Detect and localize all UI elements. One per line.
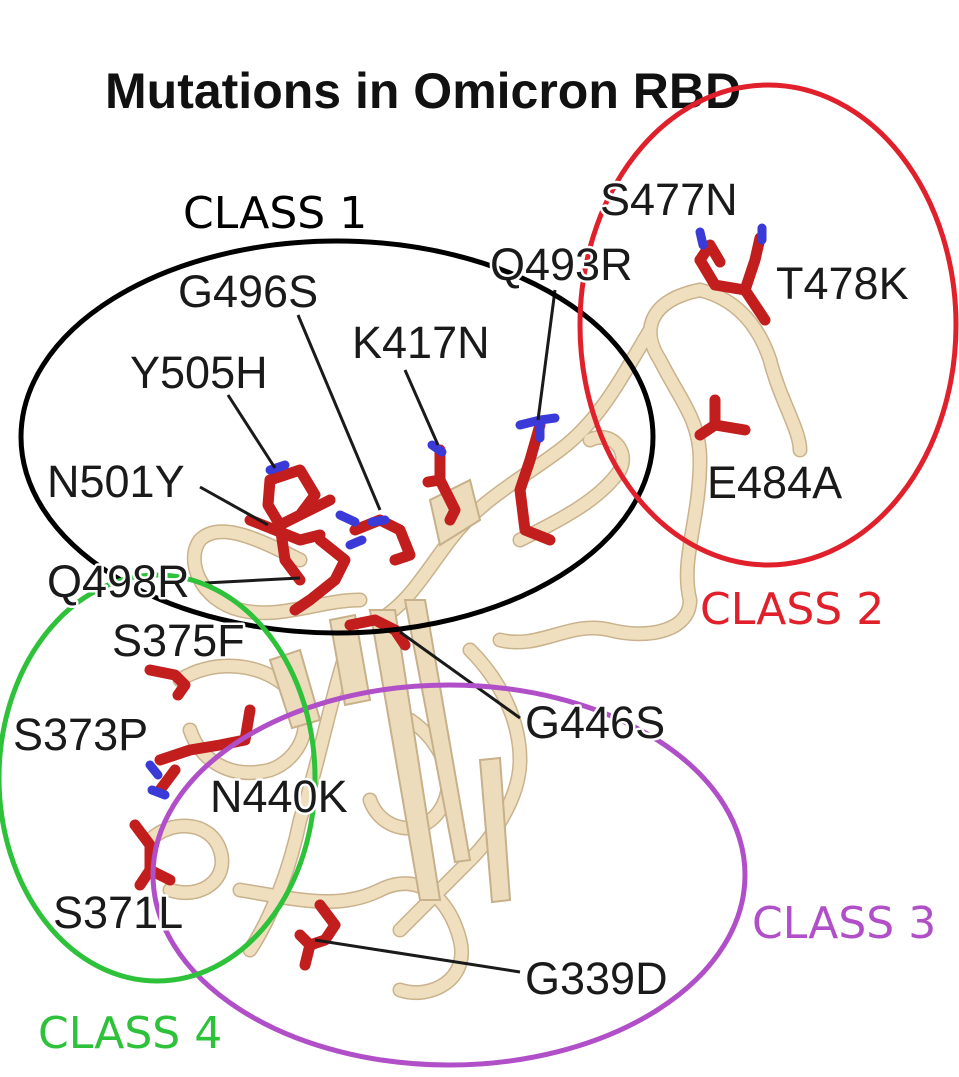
class-4-label: CLASS 4 xyxy=(38,1008,222,1059)
mutation-label-q493r: Q493R xyxy=(490,239,633,290)
class-1-label: CLASS 1 xyxy=(183,188,367,239)
mutation-label-n501y: N501Y xyxy=(47,456,185,507)
mutation-label-q498r: Q498R xyxy=(47,556,190,607)
mutation-label-n440k: N440K xyxy=(210,771,348,822)
class-3-label: CLASS 3 xyxy=(752,898,936,949)
mutation-label-s371l: S371L xyxy=(53,887,183,938)
mutation-label-g496s: G496S xyxy=(178,266,318,317)
mutation-label-y505h: Y505H xyxy=(130,347,268,398)
mutation-label-s373p: S373P xyxy=(13,709,148,760)
mutation-label-s477n: S477N xyxy=(600,174,738,225)
mutation-label-g446s: G446S xyxy=(525,697,665,748)
mutation-label-e484a: E484A xyxy=(707,457,842,508)
class-2-label: CLASS 2 xyxy=(700,584,884,635)
figure-title: Mutations in Omicron RBD xyxy=(105,63,741,119)
mutation-label-k417n: K417N xyxy=(352,317,490,368)
mutation-label-s375f: S375F xyxy=(112,615,245,666)
mutation-label-g339d: G339D xyxy=(525,953,668,1004)
mutation-label-t478k: T478K xyxy=(776,258,909,309)
